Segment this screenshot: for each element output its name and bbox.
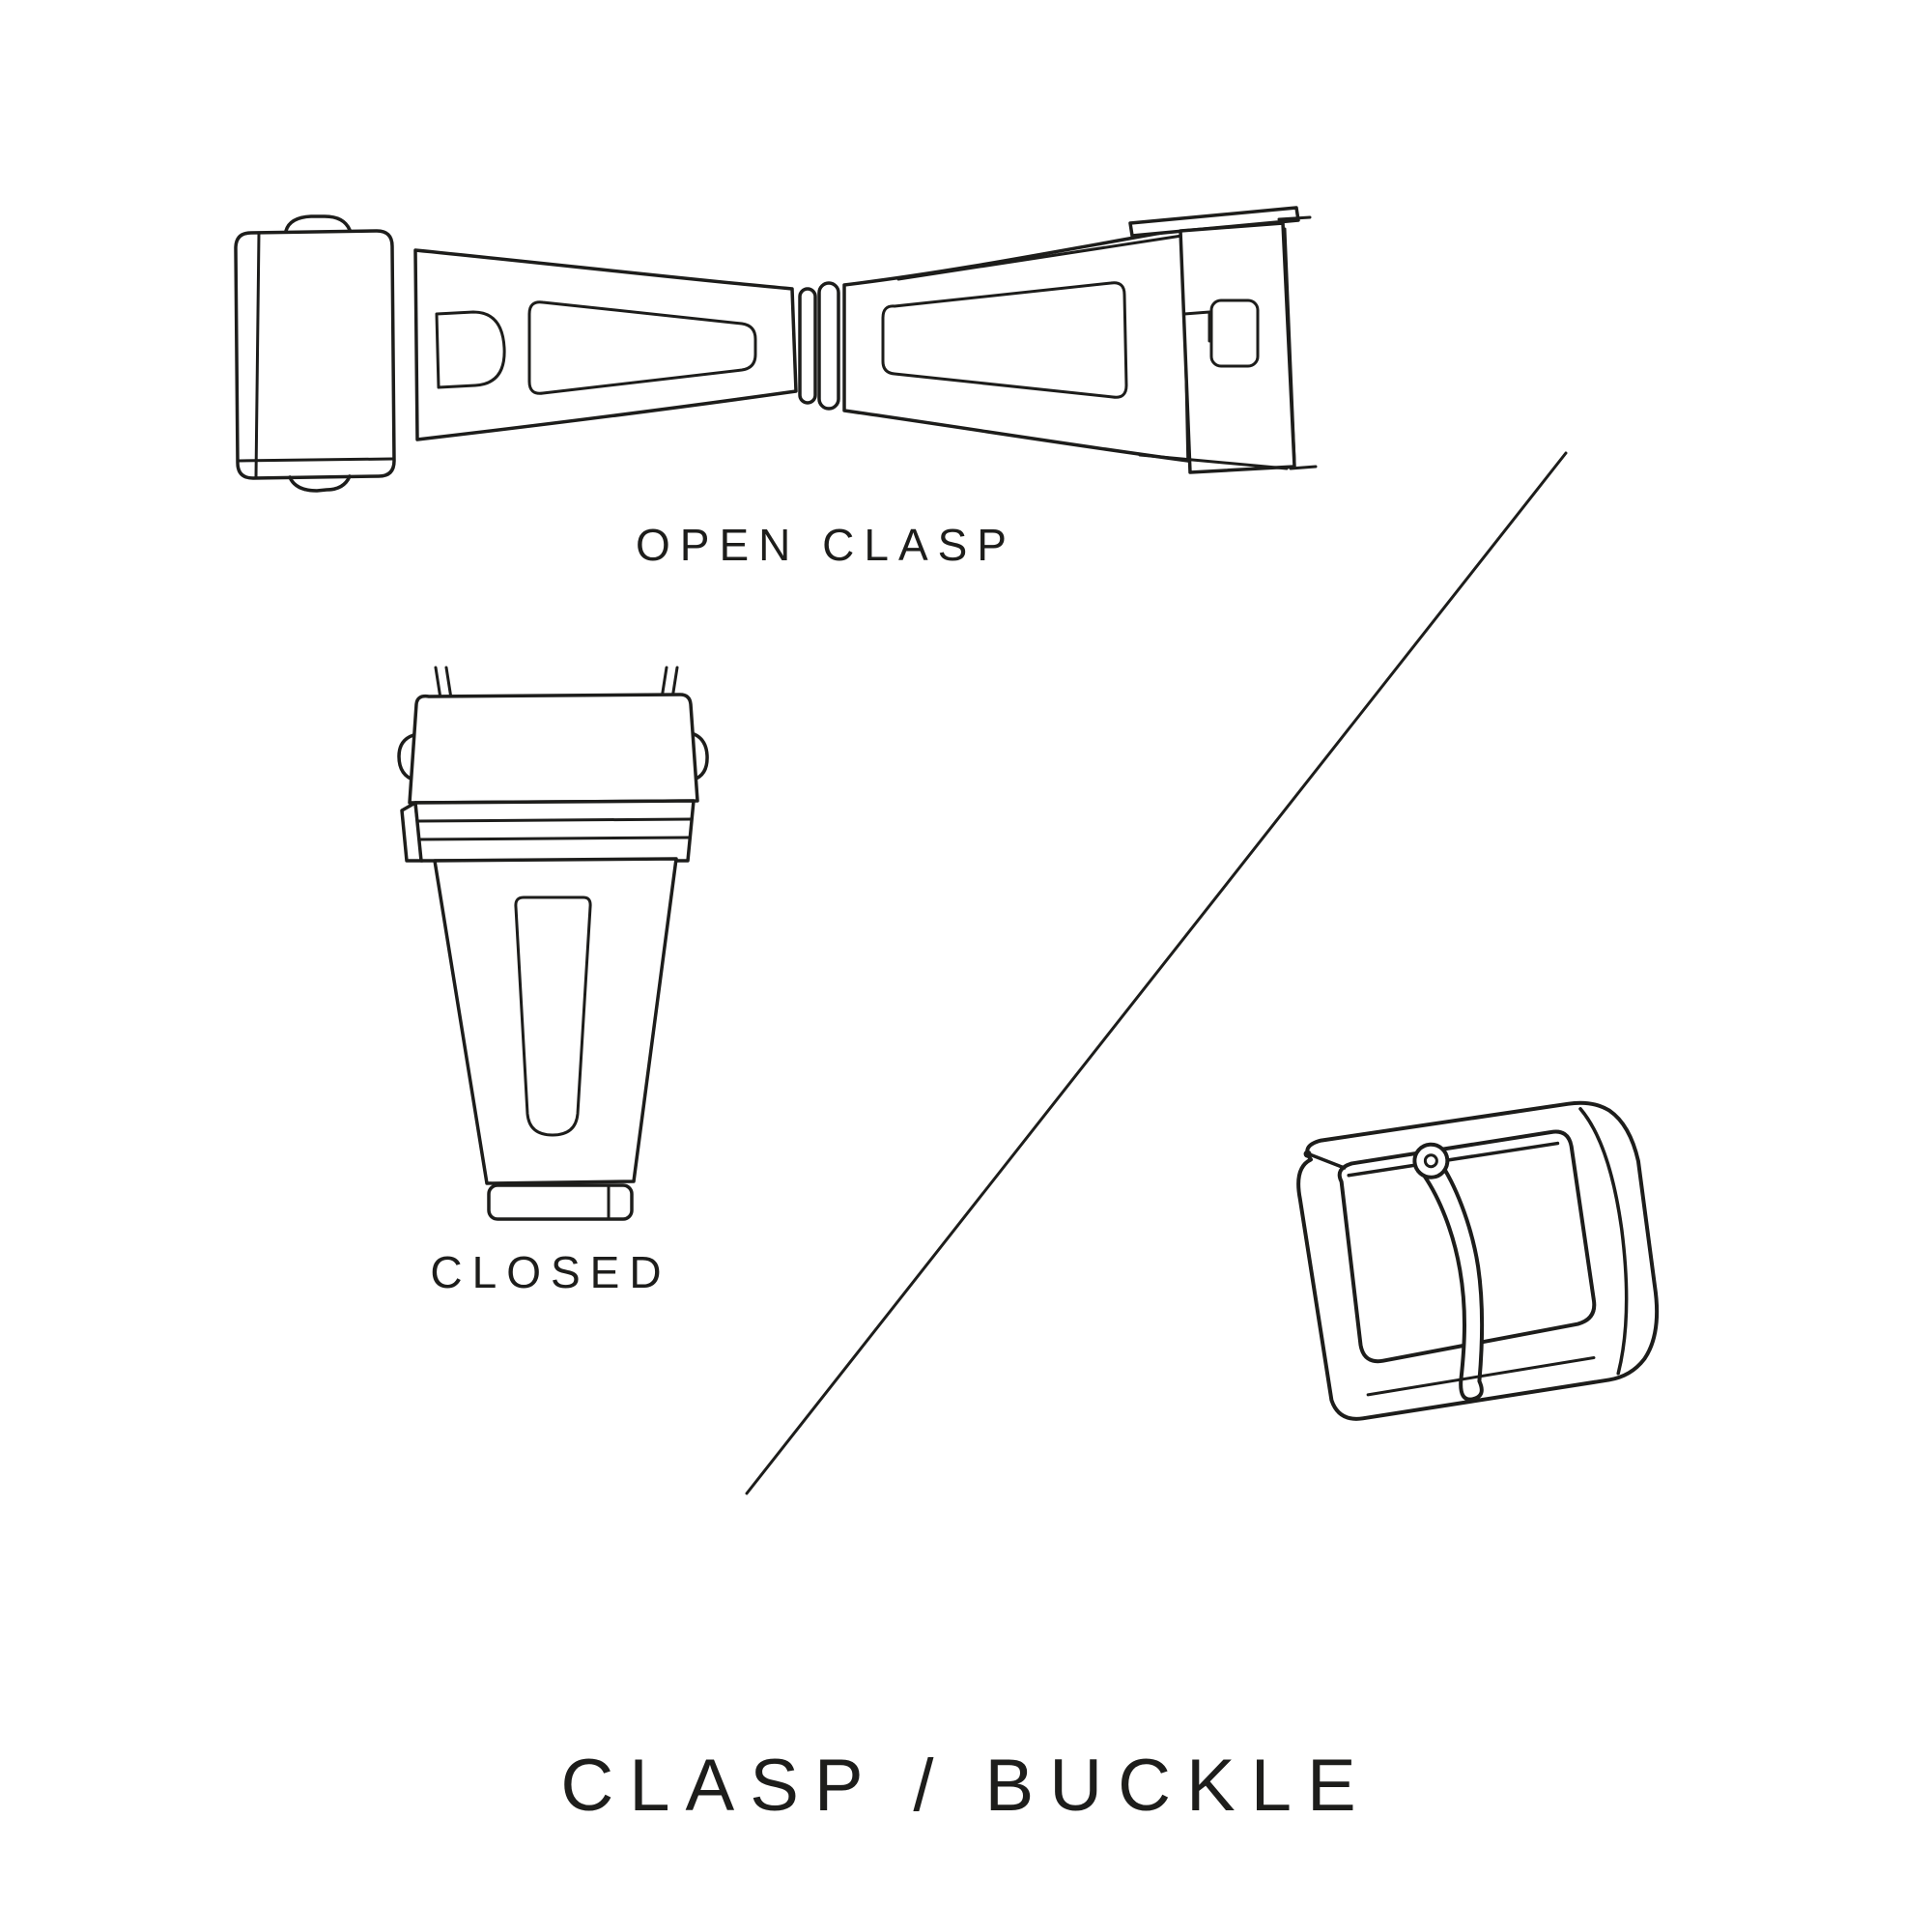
page-title: CLASP / BUCKLE xyxy=(560,1745,1372,1827)
closed-clasp-icon xyxy=(397,666,709,1221)
closed-clasp-illustration xyxy=(386,660,715,1225)
open-clasp-illustration xyxy=(222,188,1319,497)
open-clasp-icon xyxy=(234,206,1318,493)
divider-icon xyxy=(745,451,1568,1495)
buckle-illustration xyxy=(1251,1096,1666,1439)
diagonal-divider-line xyxy=(739,444,1579,1502)
closed-clasp-label: CLOSED xyxy=(430,1247,671,1297)
tang-buckle-icon xyxy=(1296,1100,1660,1421)
open-clasp-label: OPEN CLASP xyxy=(636,520,1016,570)
